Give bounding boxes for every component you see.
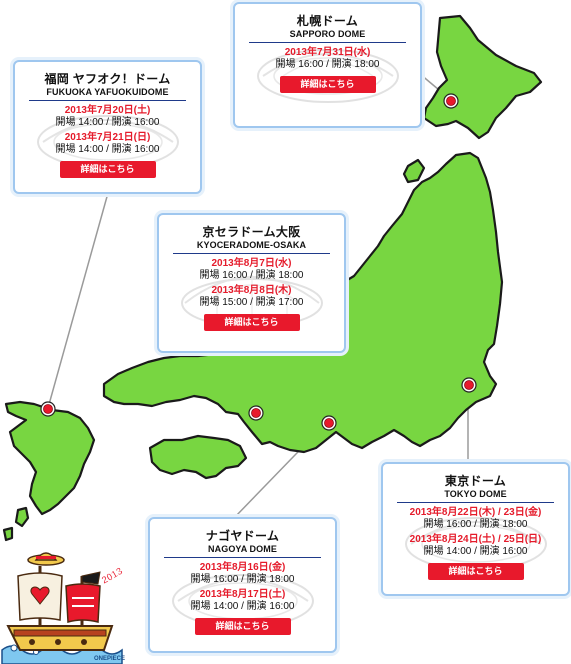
show-date: 2013年8月24日(土) / 25日(日)	[409, 534, 542, 545]
show-times: 開場 14:00 / 開演 16:00	[55, 144, 160, 155]
show-times: 開場 15:00 / 開演 17:00	[199, 297, 304, 308]
title-divider	[29, 100, 186, 101]
show-date: 2013年8月7日(水)	[211, 258, 292, 269]
show-times: 開場 14:00 / 開演 16:00	[190, 601, 295, 612]
connector-fukuoka	[47, 192, 109, 409]
show-date: 2013年8月22日(木) / 23日(金)	[409, 507, 542, 518]
show-date: 2013年8月17日(土)	[199, 589, 286, 600]
pin-nagoya	[321, 415, 337, 431]
pin-sapporo	[443, 93, 459, 109]
venue-card-osaka: 京セラドーム大阪 KYOCERADOME-OSAKA 2013年8月7日(水) …	[157, 213, 346, 353]
pirate-ship-mascot: 2013 ONEPIECE	[1, 552, 125, 664]
show-date: 2013年8月16日(金)	[199, 562, 286, 573]
title-divider	[173, 253, 330, 254]
show-times: 開場 16:00 / 開演 18:00	[199, 270, 304, 281]
venue-name-en: TOKYO DOME	[444, 489, 507, 499]
title-divider	[397, 502, 554, 503]
venue-name-jp: 札幌ドーム	[296, 14, 359, 28]
venue-name-jp: 福岡 ヤフオク！ドーム	[44, 72, 171, 86]
show-date: 2013年7月20日(土)	[64, 105, 151, 116]
venue-name-jp: 東京ドーム	[444, 474, 507, 488]
show-date: 2013年8月8日(木)	[211, 285, 292, 296]
pin-tokyo	[461, 377, 477, 393]
show-times: 開場 16:00 / 開演 18:00	[275, 59, 380, 70]
pin-osaka	[248, 405, 264, 421]
venue-card-sapporo: 札幌ドーム SAPPORO DOME 2013年7月31日(水) 開場 16:0…	[233, 2, 422, 128]
mascot-brand-text: ONEPIECE	[94, 656, 125, 662]
details-button-fukuoka[interactable]: 詳細はこちら	[59, 161, 156, 178]
details-button-sapporo[interactable]: 詳細はこちら	[279, 76, 376, 93]
venue-card-tokyo: 東京ドーム TOKYO DOME 2013年8月22日(木) / 23日(金) …	[381, 462, 570, 596]
details-button-tokyo[interactable]: 詳細はこちら	[427, 563, 524, 580]
venue-name-en: FUKUOKA YAFUOKUIDOME	[46, 87, 169, 97]
title-divider	[249, 42, 406, 43]
details-button-nagoya[interactable]: 詳細はこちら	[194, 618, 291, 635]
title-divider	[164, 557, 321, 558]
yakushima-island	[2, 526, 14, 542]
tanegashima-island	[14, 506, 30, 528]
shikoku-land	[148, 434, 248, 480]
venue-name-en: SAPPORO DOME	[289, 29, 366, 39]
details-button-osaka[interactable]: 詳細はこちら	[203, 314, 300, 331]
venue-name-jp: 京セラドーム大阪	[202, 225, 301, 239]
sado-island	[402, 158, 426, 184]
pin-fukuoka	[40, 401, 56, 417]
show-times: 開場 14:00 / 開演 16:00	[423, 546, 528, 557]
show-times: 開場 14:00 / 開演 16:00	[55, 117, 160, 128]
venue-card-fukuoka: 福岡 ヤフオク！ドーム FUKUOKA YAFUOKUIDOME 2013年7月…	[13, 60, 202, 194]
kyushu-land	[4, 400, 96, 516]
venue-card-nagoya: ナゴヤドーム NAGOYA DOME 2013年8月16日(金) 開場 16:0…	[148, 517, 337, 653]
show-date: 2013年7月31日(水)	[284, 47, 371, 58]
show-times: 開場 16:00 / 開演 18:00	[423, 519, 528, 530]
hokkaido-land	[422, 14, 543, 140]
show-date: 2013年7月21日(日)	[64, 132, 151, 143]
venue-name-jp: ナゴヤドーム	[205, 529, 280, 543]
venue-name-en: KYOCERADOME-OSAKA	[196, 240, 307, 250]
show-times: 開場 16:00 / 開演 18:00	[190, 574, 295, 585]
mascot-year-text: 2013	[100, 566, 125, 587]
venue-name-en: NAGOYA DOME	[208, 544, 277, 554]
